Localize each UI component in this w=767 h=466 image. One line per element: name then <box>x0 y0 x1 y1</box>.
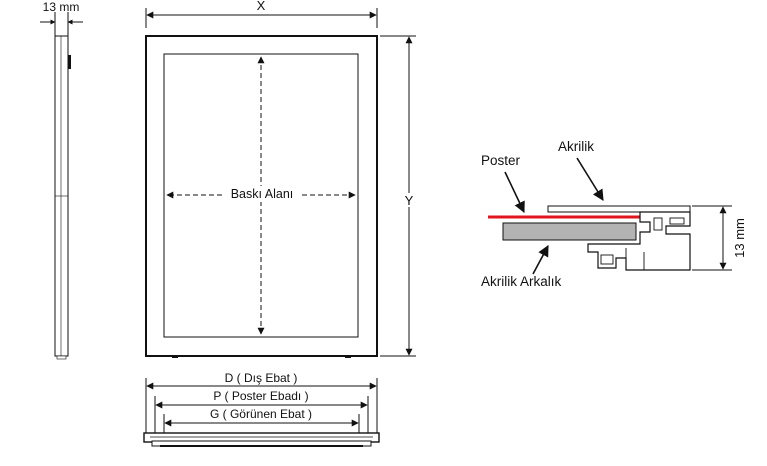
p-label: P ( Poster Ebadı ) <box>213 389 308 403</box>
acrylic-sheet <box>547 205 691 213</box>
d-label: D ( Dış Ebat ) <box>225 371 298 385</box>
poster-leader <box>504 171 525 214</box>
x-label: X <box>257 0 266 13</box>
acrylic-leader <box>576 157 604 201</box>
poster-label: Poster <box>481 153 521 168</box>
y-label: Y <box>405 193 414 208</box>
bottom-view: D ( Dış Ebat ) P ( Poster Ebadı ) G ( Gö… <box>143 371 380 447</box>
front-view: X Baskı Alanı Y <box>145 0 416 358</box>
side-hook <box>68 55 71 69</box>
side-view: 13 mm <box>40 0 83 360</box>
side-depth-label: 13 mm <box>43 0 80 14</box>
acrylic-back-label: Akrilik Arkalık <box>481 274 562 289</box>
profile-depth-label: 13 mm <box>732 218 747 258</box>
acrylic-back-leader <box>532 245 549 275</box>
print-area-label: Baskı Alanı <box>231 187 294 201</box>
profile-section: 13 mm Poster Akrilik Akrilik Arkalık <box>481 139 747 289</box>
aluminium-profile <box>587 211 691 271</box>
acrylic-back-sheet <box>502 222 637 241</box>
acrylic-label: Akrilik <box>558 139 594 154</box>
g-label: G ( Görünen Ebat ) <box>210 407 312 421</box>
